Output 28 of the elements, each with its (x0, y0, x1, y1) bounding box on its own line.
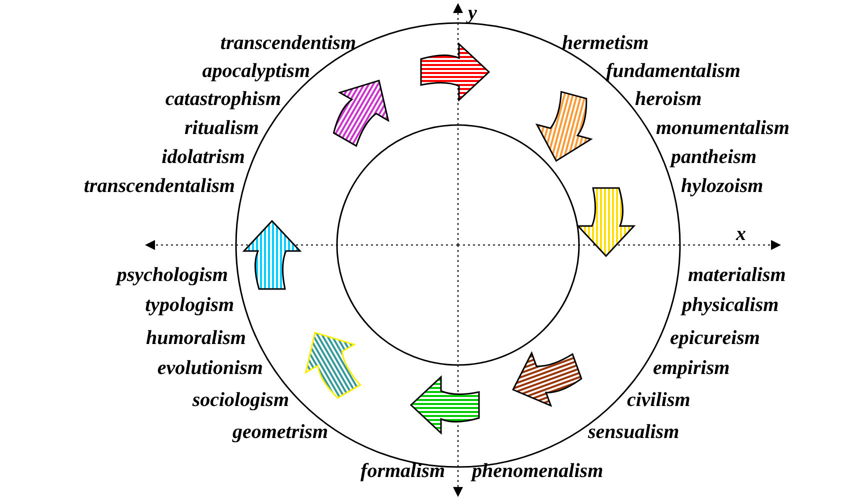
term-label: empirism (653, 357, 730, 379)
term-label: heroism (635, 88, 702, 110)
term-label: hylozoism (681, 175, 764, 197)
term-label: pantheism (671, 146, 757, 168)
term-label: apocalyptism (202, 60, 310, 82)
term-label: transcendentalism (84, 175, 235, 197)
term-label: epicureism (670, 327, 760, 349)
term-label: geometrism (232, 421, 328, 443)
term-label: materialism (688, 264, 786, 286)
term-label: civilism (627, 389, 690, 411)
term-label: physicalism (682, 294, 779, 316)
term-label: ritualism (184, 117, 259, 139)
term-label: psychologism (116, 264, 228, 286)
term-label: typologism (145, 294, 234, 316)
term-label: catastrophism (165, 88, 281, 110)
term-label: formalism (360, 460, 445, 482)
term-label: phenomenalism (472, 460, 604, 482)
axis-label: y (468, 2, 477, 24)
term-label: hermetism (562, 32, 649, 54)
term-label: idolatrism (162, 146, 245, 168)
axis-label: x (736, 223, 746, 245)
term-label: evolutionism (157, 357, 263, 379)
term-label: fundamentalism (606, 60, 740, 82)
term-label: humoralism (146, 327, 246, 349)
term-label: sensualism (588, 421, 680, 443)
term-label: sociologism (192, 389, 289, 411)
term-label: transcendentism (220, 32, 356, 54)
term-label: monumentalism (656, 117, 790, 139)
